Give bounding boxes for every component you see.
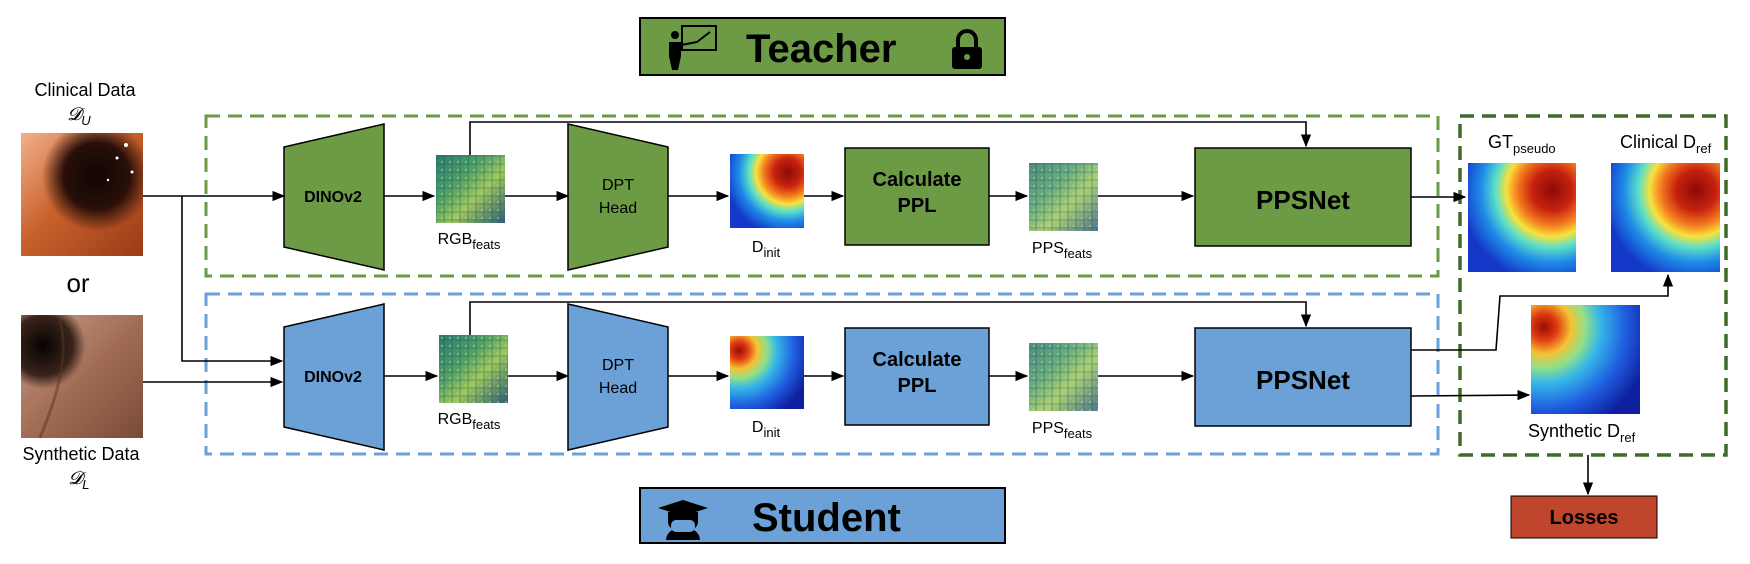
student-calculate-ppl-box — [844, 327, 990, 426]
student-d-init-label: D — [752, 419, 764, 436]
student-ppl-label-1: Calculate — [873, 349, 962, 371]
student-title: Student — [752, 496, 901, 540]
student-pps-feats-subscript: feats — [1064, 426, 1093, 441]
teacher-branch: DINOv2 RGBfeats DPT Head Dinit Calculate… — [283, 123, 1412, 271]
svg-text:𝓓L: 𝓓L — [68, 468, 89, 492]
student-dinov2-encoder — [283, 303, 385, 451]
student-region-frame — [204, 292, 1440, 456]
synthetic-endoscopy-image — [21, 315, 143, 439]
clinical-dref-label: Clinical D — [1620, 132, 1696, 152]
teacher-rgb-feats-map — [436, 155, 505, 223]
student-pps-feats-map — [1029, 343, 1098, 411]
arrow-t-rgb-skip — [469, 121, 1312, 155]
synthetic-data-symbol: 𝓓 — [68, 468, 86, 488]
teacher-dpt-head — [567, 123, 669, 271]
svg-text:PPSfeats: PPSfeats — [1032, 240, 1093, 261]
synthetic-data-subscript: L — [82, 477, 89, 492]
clinical-dref-subscript: ref — [1696, 141, 1712, 156]
student-rgb-feats-subscript: feats — [472, 417, 501, 432]
teacher-at-board-icon — [669, 25, 717, 70]
arrow-s-net-clinical-dref — [1411, 273, 1674, 351]
synthetic-input: Synthetic Data 𝓓L — [21, 315, 143, 492]
arrow-s-net-synthetic-dref — [1410, 389, 1531, 401]
clinical-data-symbol: 𝓓 — [67, 104, 85, 124]
or-label: or — [66, 268, 89, 298]
teacher-d-init-subscript: init — [763, 245, 780, 260]
clinical-dref-depth-map — [1611, 163, 1720, 272]
teacher-dpt-label-2: Head — [599, 200, 637, 217]
gt-pseudo-depth-map — [1468, 163, 1576, 272]
teacher-dpt-label-1: DPT — [602, 177, 634, 194]
teacher-calculate-ppl-box — [844, 147, 990, 246]
teacher-rgb-feats-label: RGB — [438, 231, 473, 248]
synthetic-data-label: Synthetic Data — [22, 444, 140, 464]
teacher-dinov2-encoder — [283, 123, 385, 271]
gt-pseudo-subscript: pseudo — [1513, 141, 1556, 156]
clinical-data-subscript: U — [81, 113, 91, 128]
graduate-student-icon — [658, 500, 708, 540]
student-dpt-label-1: DPT — [602, 357, 634, 374]
arrow-clinical-to-student — [181, 196, 284, 367]
student-d-init-map — [730, 336, 804, 409]
teacher-region-frame — [204, 114, 1440, 278]
student-title-box: Student — [639, 487, 1006, 544]
svg-text:Dinit: Dinit — [752, 419, 781, 440]
student-rgb-feats-map — [439, 335, 508, 403]
synthetic-dref-label: Synthetic D — [1528, 421, 1620, 441]
teacher-dinov2-label: DINOv2 — [304, 189, 362, 206]
teacher-ppl-label-2: PPL — [898, 195, 937, 217]
student-dpt-label-2: Head — [599, 380, 637, 397]
synthetic-dref-depth-map — [1531, 305, 1640, 414]
teacher-pps-feats-map — [1029, 163, 1098, 231]
arrow-s-rgb-skip — [469, 301, 1312, 335]
student-dpt-head — [567, 303, 669, 451]
teacher-title-box: Teacher — [639, 17, 1006, 76]
teacher-d-init-label: D — [752, 239, 764, 256]
teacher-ppsnet-box — [1194, 147, 1412, 247]
student-ppsnet-label: PPSNet — [1256, 365, 1350, 395]
svg-text:𝓓U: 𝓓U — [67, 104, 91, 128]
svg-text:RGBfeats: RGBfeats — [438, 231, 501, 252]
svg-text:RGBfeats: RGBfeats — [438, 411, 501, 432]
student-pps-feats-label: PPS — [1032, 420, 1064, 437]
output-region-frame — [1458, 114, 1728, 457]
teacher-pps-feats-label: PPS — [1032, 240, 1064, 257]
synthetic-dref-subscript: ref — [1620, 430, 1636, 445]
svg-text:Clinical Dref: Clinical Dref — [1620, 132, 1712, 156]
student-branch: DINOv2 RGBfeats DPT Head Dinit Calculate… — [283, 303, 1412, 451]
clinical-data-label: Clinical Data — [34, 80, 136, 100]
svg-text:PPSfeats: PPSfeats — [1032, 420, 1093, 441]
gt-pseudo-label: GT — [1488, 132, 1513, 152]
clinical-input: Clinical Data 𝓓U — [21, 80, 143, 256]
svg-text:Dinit: Dinit — [752, 239, 781, 260]
student-ppsnet-box — [1194, 327, 1412, 427]
teacher-pps-feats-subscript: feats — [1064, 246, 1093, 261]
outputs: GTpseudo Clinical Dref Synthetic Dref — [1468, 132, 1720, 445]
teacher-d-init-map — [730, 154, 804, 228]
losses-label: Losses — [1550, 507, 1619, 529]
svg-text:Synthetic Dref: Synthetic Dref — [1528, 421, 1636, 445]
student-rgb-feats-label: RGB — [438, 411, 473, 428]
losses-box: Losses — [1510, 495, 1658, 539]
teacher-ppl-label-1: Calculate — [873, 169, 962, 191]
lock-icon — [952, 29, 982, 69]
teacher-ppsnet-label: PPSNet — [1256, 185, 1350, 215]
clinical-endoscopy-image — [21, 133, 143, 256]
connection-arrows — [143, 121, 1674, 496]
teacher-rgb-feats-subscript: feats — [472, 237, 501, 252]
svg-text:GTpseudo: GTpseudo — [1488, 132, 1556, 156]
student-dinov2-label: DINOv2 — [304, 369, 362, 386]
student-ppl-label-2: PPL — [898, 375, 937, 397]
teacher-title: Teacher — [746, 27, 896, 71]
student-d-init-subscript: init — [763, 425, 780, 440]
